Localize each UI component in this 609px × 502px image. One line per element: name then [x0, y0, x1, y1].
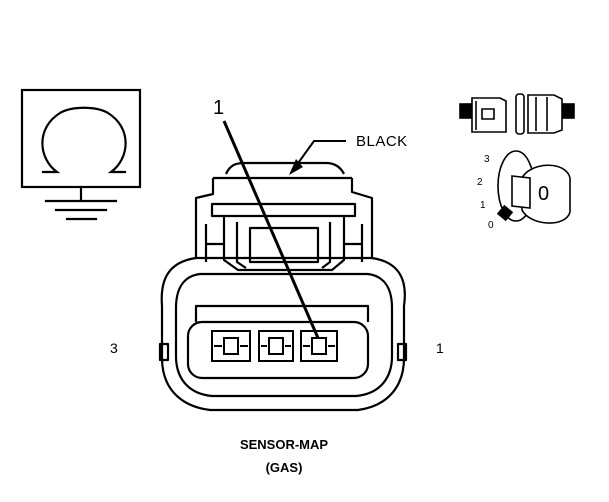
color-leader-arrow	[289, 159, 303, 175]
pin-cavity-1	[300, 330, 338, 362]
key-position-0: 0	[488, 220, 494, 231]
connector-plug-icon	[459, 93, 575, 135]
color-leader-line	[295, 140, 346, 167]
ohmmeter-ground-icon	[20, 88, 142, 221]
key-position-2: 2	[477, 177, 483, 188]
key-label: 0	[538, 183, 550, 205]
cavity-side-label-left: 3	[110, 340, 118, 356]
pin-callout-label: 1	[213, 97, 225, 119]
key-position-3: 3	[484, 154, 490, 165]
pin-cavities	[211, 330, 338, 362]
pin-callout-line	[222, 120, 320, 339]
cavity-side-label-right: 1	[436, 340, 444, 356]
connector-variant: (GAS)	[265, 460, 303, 475]
pin-cavity-2	[258, 330, 294, 362]
connector-name: SENSOR-MAP	[239, 437, 329, 452]
key-position-1: 1	[480, 200, 486, 211]
ignition-key-icon	[496, 150, 571, 224]
pin-cavity-3	[211, 330, 251, 362]
connector-color-label: BLACK	[356, 133, 408, 150]
connector-body	[158, 161, 408, 412]
